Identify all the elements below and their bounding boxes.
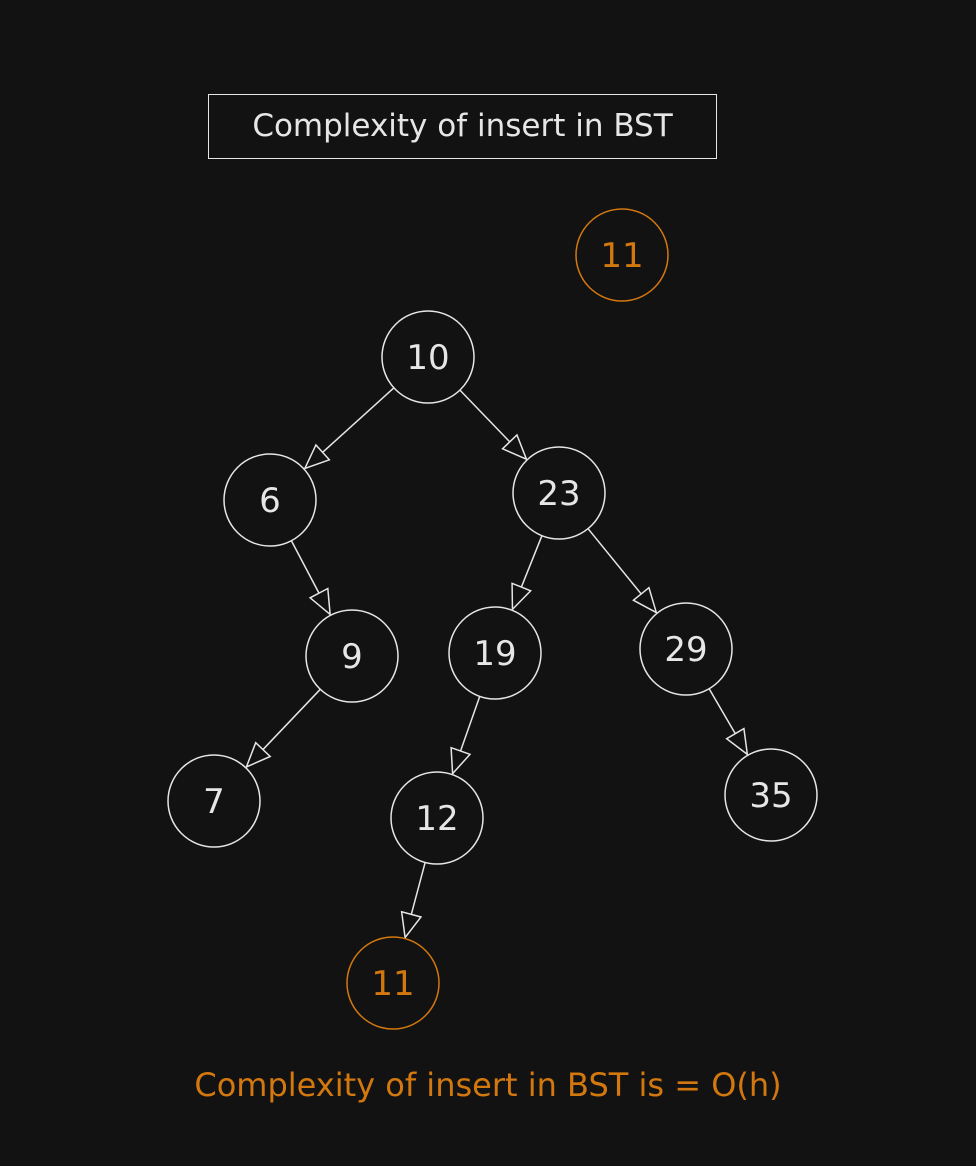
node-n29: 29 xyxy=(639,602,733,696)
node-n11_new: 11 xyxy=(575,208,669,302)
edge-n9-n7 xyxy=(245,688,321,769)
node-n19: 19 xyxy=(448,606,542,700)
node-label: 19 xyxy=(473,634,516,674)
node-n7: 7 xyxy=(167,754,261,848)
node-circle xyxy=(346,936,440,1030)
node-circle xyxy=(512,446,606,540)
node-label: 29 xyxy=(664,630,707,670)
node-label: 12 xyxy=(415,799,458,839)
edge-n10-n6 xyxy=(303,387,395,470)
node-n6: 6 xyxy=(223,453,317,547)
node-circle xyxy=(305,609,399,703)
node-n35: 35 xyxy=(724,748,818,842)
edge-n19-n12 xyxy=(450,696,481,776)
node-n12: 12 xyxy=(390,771,484,865)
node-circle xyxy=(390,771,484,865)
node-n9: 9 xyxy=(305,609,399,703)
node-n11: 11 xyxy=(346,936,440,1030)
node-circle xyxy=(381,310,475,404)
node-label: 23 xyxy=(537,474,580,514)
edge-n12-n11 xyxy=(400,862,426,940)
diagram-title: Complexity of insert in BST xyxy=(208,94,717,159)
edge-n23-n19 xyxy=(511,535,543,612)
node-circle xyxy=(167,754,261,848)
edge-n6-n9 xyxy=(290,540,332,617)
node-label: 6 xyxy=(259,481,281,521)
node-circle xyxy=(724,748,818,842)
complexity-note: Complexity of insert in BST is = O(h) xyxy=(194,1066,782,1104)
node-label: 11 xyxy=(371,964,414,1004)
node-n23: 23 xyxy=(512,446,606,540)
edge-n10-n23 xyxy=(459,389,528,461)
node-circle xyxy=(448,606,542,700)
edge-n29-n35 xyxy=(708,688,749,757)
node-circle xyxy=(639,602,733,696)
node-circle xyxy=(575,208,669,302)
node-circle xyxy=(223,453,317,547)
node-label: 7 xyxy=(203,782,225,822)
node-label: 10 xyxy=(406,338,449,378)
node-label: 11 xyxy=(600,236,643,276)
node-label: 9 xyxy=(341,637,363,677)
node-n10: 10 xyxy=(381,310,475,404)
node-label: 35 xyxy=(749,776,792,816)
edge-n23-n29 xyxy=(587,528,658,615)
